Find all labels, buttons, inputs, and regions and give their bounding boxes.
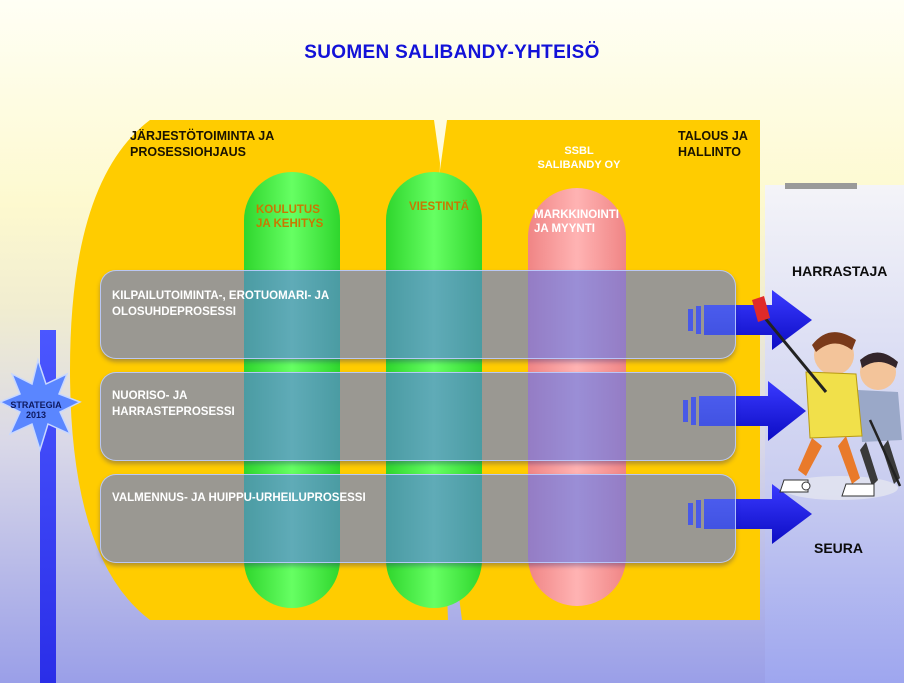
slide-title: SUOMEN SALIBANDY-YHTEISÖ bbox=[304, 42, 600, 63]
process-band-kilpailutoiminta bbox=[100, 270, 736, 359]
process-label-valmennus: VALMENNUS- JA HUIPPU-URHEILUPROSESSI bbox=[112, 492, 366, 504]
output-label-seura: SEURA bbox=[814, 540, 864, 556]
process-band-nuoriso bbox=[100, 372, 736, 461]
output-label-harrastaja: HARRASTAJA bbox=[792, 263, 888, 279]
gray-divider bbox=[785, 183, 857, 189]
strategy-starburst bbox=[0, 357, 82, 453]
floorball-players-illustration bbox=[752, 296, 902, 500]
process-band-valmennus bbox=[100, 474, 736, 563]
pillar-label-viestinta: VIESTINTÄ bbox=[409, 201, 470, 213]
